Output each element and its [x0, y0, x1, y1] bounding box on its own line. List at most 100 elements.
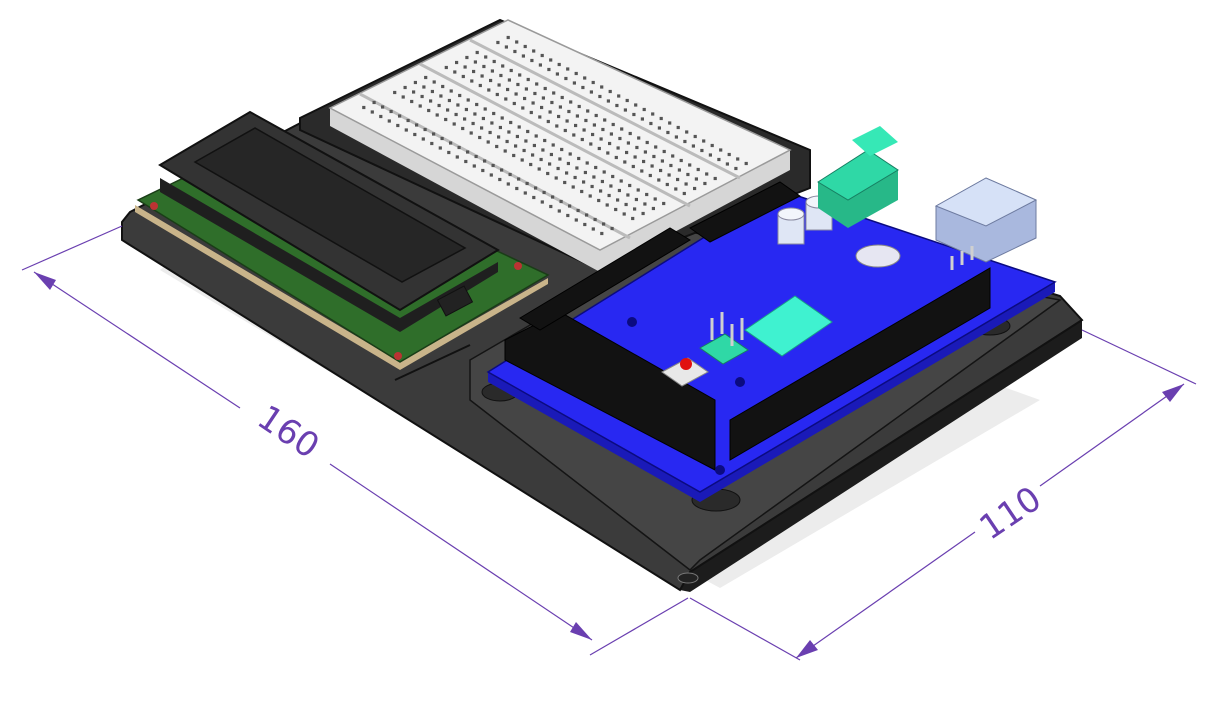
breadboard-hole: [552, 91, 556, 95]
breadboard-hole: [507, 130, 511, 134]
breadboard-hole: [422, 85, 426, 89]
breadboard-hole: [645, 192, 649, 197]
breadboard-hole: [592, 175, 596, 179]
breadboard-hole: [580, 137, 584, 142]
breadboard-hole: [651, 206, 655, 211]
extension-line: [689, 597, 801, 661]
breadboard-hole: [628, 183, 632, 188]
breadboard-hole: [597, 198, 601, 203]
breadboard-hole: [572, 81, 576, 85]
breadboard-hole: [554, 176, 558, 180]
breadboard-hole: [727, 152, 731, 157]
breadboard-hole: [481, 168, 485, 173]
breadboard-hole: [619, 179, 623, 183]
breadboard-hole: [702, 139, 706, 143]
breadboard-hole: [688, 163, 692, 167]
arduino-board: [486, 126, 1057, 502]
breadboard-hole: [531, 101, 535, 105]
breadboard-hole: [669, 163, 673, 168]
breadboard-hole: [566, 213, 570, 218]
breadboard-hole: [478, 135, 482, 140]
breadboard-hole: [439, 94, 443, 98]
breadboard-hole: [480, 74, 484, 78]
breadboard-hole: [602, 170, 606, 174]
breadboard-hole: [634, 197, 638, 202]
breadboard-hole: [483, 107, 487, 111]
breadboard-hole: [594, 165, 598, 170]
breadboard-hole: [506, 87, 510, 92]
breadboard-hole: [565, 119, 569, 123]
breadboard-hole: [588, 194, 592, 198]
breadboard-hole: [657, 178, 661, 182]
board-mount-hole: [735, 377, 745, 387]
breadboard-hole: [568, 204, 572, 208]
breadboard-hole: [611, 122, 615, 127]
usb-port: [934, 177, 1038, 263]
breadboard-rail: [419, 62, 691, 208]
dimension-width-label: 110: [973, 479, 1049, 548]
arrow-head: [34, 272, 56, 290]
breadboard-hole: [495, 144, 499, 149]
breadboard-hole: [514, 144, 518, 148]
breadboard-hole: [623, 108, 627, 112]
breadboard-hole: [594, 113, 598, 118]
breadboard-hole: [430, 89, 434, 94]
breadboard-hole: [633, 207, 637, 211]
breadboard-hole: [616, 146, 620, 150]
breadboard-hole: [480, 126, 484, 130]
breadboard-hole: [482, 64, 486, 69]
breadboard-hole: [435, 113, 439, 117]
breadboard-hole: [532, 143, 536, 148]
breadboard-hole: [483, 159, 487, 163]
breadboard-hole: [475, 50, 479, 55]
breadboard-hole: [540, 200, 544, 204]
breadboard-hole: [413, 132, 417, 137]
breadboard-hole: [677, 168, 681, 172]
breadboard-hole: [506, 182, 510, 186]
breadboard-hole: [560, 95, 564, 100]
breadboard-hole: [512, 101, 516, 106]
breadboard-hole: [615, 103, 619, 108]
reset-button: [680, 358, 692, 370]
breadboard-hole: [694, 177, 698, 181]
breadboard-hole: [577, 104, 581, 109]
breadboard-hole: [504, 45, 508, 49]
breadboard-hole: [662, 149, 666, 154]
breadboard-hole: [398, 114, 402, 118]
breadboard-hole: [507, 78, 511, 82]
breadboard-hole: [625, 150, 629, 155]
breadboard-hole: [557, 209, 561, 213]
breadboard-hole: [464, 159, 468, 164]
breadboard-hole: [626, 193, 630, 197]
extension-line: [21, 225, 123, 271]
breadboard-hole: [555, 72, 559, 76]
breadboard-hole: [574, 71, 578, 76]
breadboard-hole: [379, 114, 383, 119]
lcd-module: [135, 110, 550, 370]
breadboard-hole: [533, 91, 537, 96]
breadboard-hole: [651, 112, 655, 116]
breadboard-hole: [583, 222, 587, 227]
breadboard-hole: [515, 134, 519, 139]
breadboard-hole: [618, 136, 622, 141]
breadboard-hole: [492, 111, 496, 116]
breadboard-hole: [696, 167, 700, 172]
breadboard-hole: [430, 141, 434, 146]
breadboard-hole: [503, 149, 507, 153]
breadboard-hole: [693, 186, 697, 191]
breadboard-hole: [466, 98, 470, 102]
breadboard-hole: [620, 127, 624, 131]
breadboard-hole: [472, 69, 476, 74]
breadboard-hole: [524, 87, 528, 91]
breadboard-hole: [475, 102, 479, 107]
breadboard-hole: [600, 85, 604, 89]
breadboard-hole: [389, 109, 393, 114]
dimension-width: [689, 329, 1197, 661]
breadboard-hole: [381, 105, 385, 109]
breadboard-hole: [559, 199, 563, 204]
breadboard-hole: [437, 103, 441, 108]
breadboard-hole: [499, 73, 503, 78]
breadboard-hole: [521, 106, 525, 110]
breadboard-hole: [622, 212, 626, 216]
